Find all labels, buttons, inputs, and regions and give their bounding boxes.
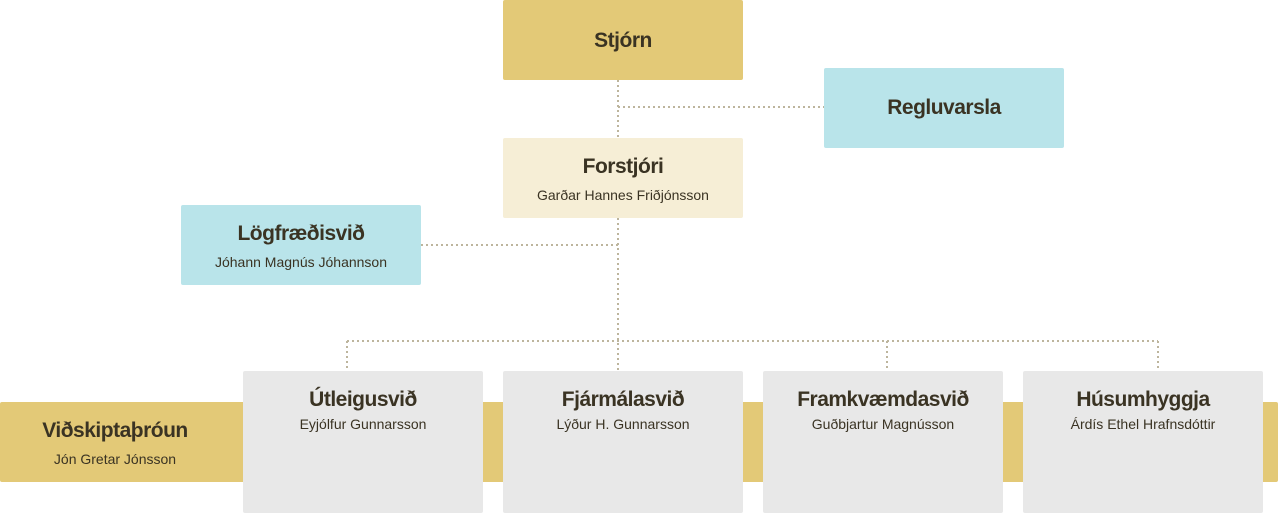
ceo-box: Forstjóri Garðar Hannes Friðjónsson <box>503 138 743 218</box>
division-person: Eyjólfur Gunnarsson <box>299 416 427 432</box>
business-dev-box: Viðskiptaþróun Jón Gretar Jónsson <box>0 402 230 482</box>
division-title: Framkvæmdasvið <box>797 388 969 411</box>
business-dev-title: Viðskiptaþróun <box>42 419 188 442</box>
division-person: Árdís Ethel Hrafnsdóttir <box>1070 416 1216 432</box>
board-box: Stjórn <box>503 0 743 80</box>
compliance-title: Regluvarsla <box>887 96 1001 119</box>
division-title: Fjármálasvið <box>561 388 685 411</box>
ceo-person: Garðar Hannes Friðjónsson <box>537 187 709 203</box>
division-title: Útleigusvið <box>309 388 417 411</box>
ceo-title: Forstjóri <box>582 155 664 178</box>
division-person: Lýður H. Gunnarsson <box>556 416 690 432</box>
division-title: Húsumhyggja <box>1076 388 1210 411</box>
division-box-rental: Útleigusvið Eyjólfur Gunnarsson <box>243 371 483 513</box>
business-dev-person: Jón Gretar Jónsson <box>53 451 177 467</box>
division-box-operations: Framkvæmdasvið Guðbjartur Magnússon <box>763 371 1003 513</box>
legal-box: Lögfræðisvið Jóhann Magnús Jóhannson <box>181 205 421 285</box>
division-person: Guðbjartur Magnússon <box>811 416 955 432</box>
division-box-finance: Fjármálasvið Lýður H. Gunnarsson <box>503 371 743 513</box>
legal-title: Lögfræðisvið <box>237 222 365 245</box>
compliance-box: Regluvarsla <box>824 68 1064 148</box>
division-box-property-care: Húsumhyggja Árdís Ethel Hrafnsdóttir <box>1023 371 1263 513</box>
legal-person: Jóhann Magnús Jóhannson <box>214 254 388 270</box>
board-title: Stjórn <box>594 29 652 52</box>
